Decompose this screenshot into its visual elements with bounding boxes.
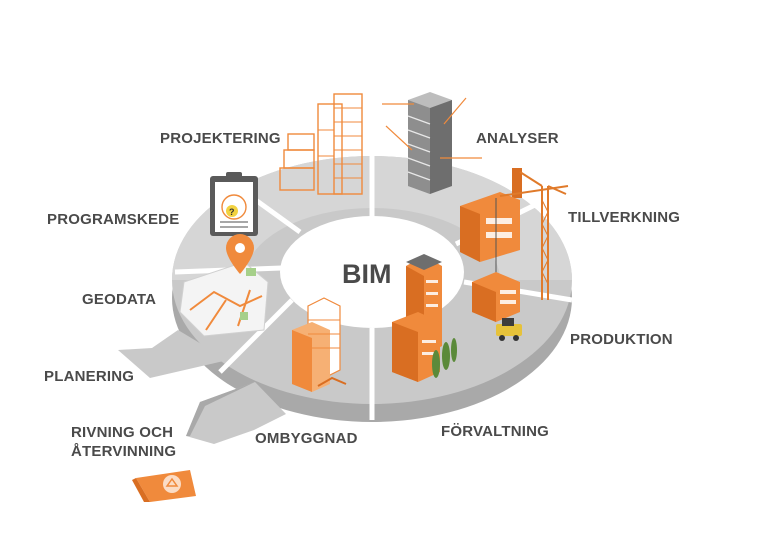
stage-label-forvaltning: FÖRVALTNING: [441, 423, 549, 440]
stage-label-ombyggnad: OMBYGGNAD: [255, 430, 358, 447]
renovation-building-icon: [292, 297, 347, 392]
center-label: BIM: [342, 259, 392, 289]
recycling-container-icon: [132, 470, 196, 502]
finished-building-icon: [392, 254, 457, 382]
svg-text:?: ?: [229, 207, 235, 217]
stage-label-analyser: ANALYSER: [476, 130, 559, 147]
wireframe-buildings-icon: [279, 93, 363, 195]
stage-label-produktion: PRODUKTION: [570, 331, 673, 348]
map-pin-icon: [179, 234, 269, 337]
construction-vehicle-icon: [472, 272, 522, 341]
stage-label-rivning-line2: ÅTERVINNING: [71, 443, 176, 460]
stage-label-geodata: GEODATA: [82, 291, 156, 308]
analysis-tower-icon: [382, 92, 482, 194]
stage-label-planering: PLANERING: [44, 368, 134, 385]
stage-label-rivning-line1: RIVNING OCH: [71, 424, 173, 441]
stage-label-programskede: PROGRAMSKEDE: [47, 211, 179, 228]
factory-crane-icon: [460, 168, 569, 300]
stage-label-projektering: PROJEKTERING: [160, 130, 281, 147]
clipboard-icon: ?: [210, 172, 258, 236]
stage-label-tillverkning: TILLVERKNING: [568, 209, 680, 226]
